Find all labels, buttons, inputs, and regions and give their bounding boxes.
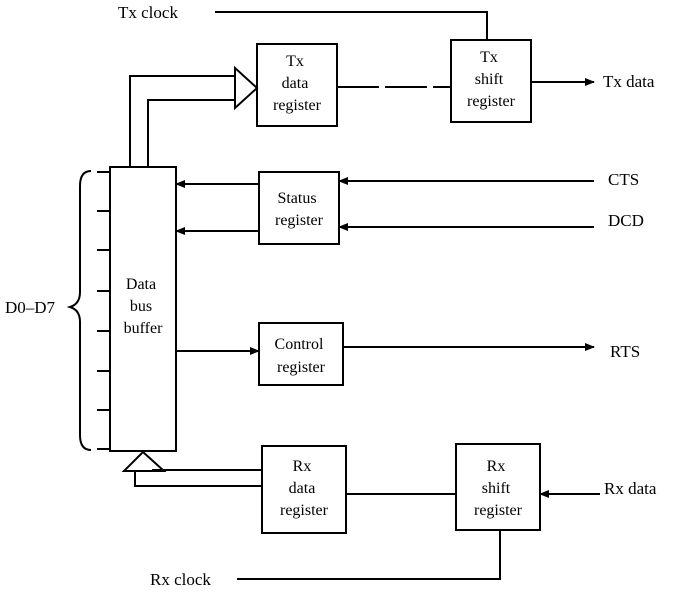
dcd-label: DCD bbox=[608, 211, 644, 230]
data-bus-buffer-label: Data bus buffer bbox=[124, 276, 163, 337]
tx-clock-label: Tx clock bbox=[118, 3, 178, 22]
rx-data-register-label: Rx data register bbox=[280, 458, 329, 519]
tx-bus-arrow bbox=[129, 65, 259, 167]
rx-bus-arrow bbox=[121, 450, 262, 487]
tx-data-register-box bbox=[256, 43, 338, 127]
tx-data-label: Tx data bbox=[603, 72, 655, 91]
cts-label: CTS bbox=[608, 170, 639, 189]
tx-data-register-label: Tx data register bbox=[273, 53, 322, 114]
status-register-label: Status register bbox=[275, 190, 324, 229]
rx-shift-register-label: Rx shift register bbox=[474, 458, 523, 519]
rx-clock-label: Rx clock bbox=[150, 570, 211, 589]
rx-data-label: Rx data bbox=[604, 479, 657, 498]
data-bus-label: D0–D7 bbox=[5, 298, 56, 317]
status-register-box bbox=[258, 171, 340, 245]
control-register-label: Control register bbox=[275, 336, 328, 376]
rts-label: RTS bbox=[610, 342, 640, 361]
tx-shift-register-label: Tx shift register bbox=[467, 49, 516, 110]
tx-clock-line bbox=[215, 11, 488, 40]
data-bus-brace bbox=[66, 170, 92, 451]
rx-shift-register-box bbox=[455, 443, 541, 531]
data-bus-pins bbox=[97, 171, 110, 450]
rx-data-register-box bbox=[261, 445, 347, 534]
rx-clock-line bbox=[237, 530, 501, 580]
